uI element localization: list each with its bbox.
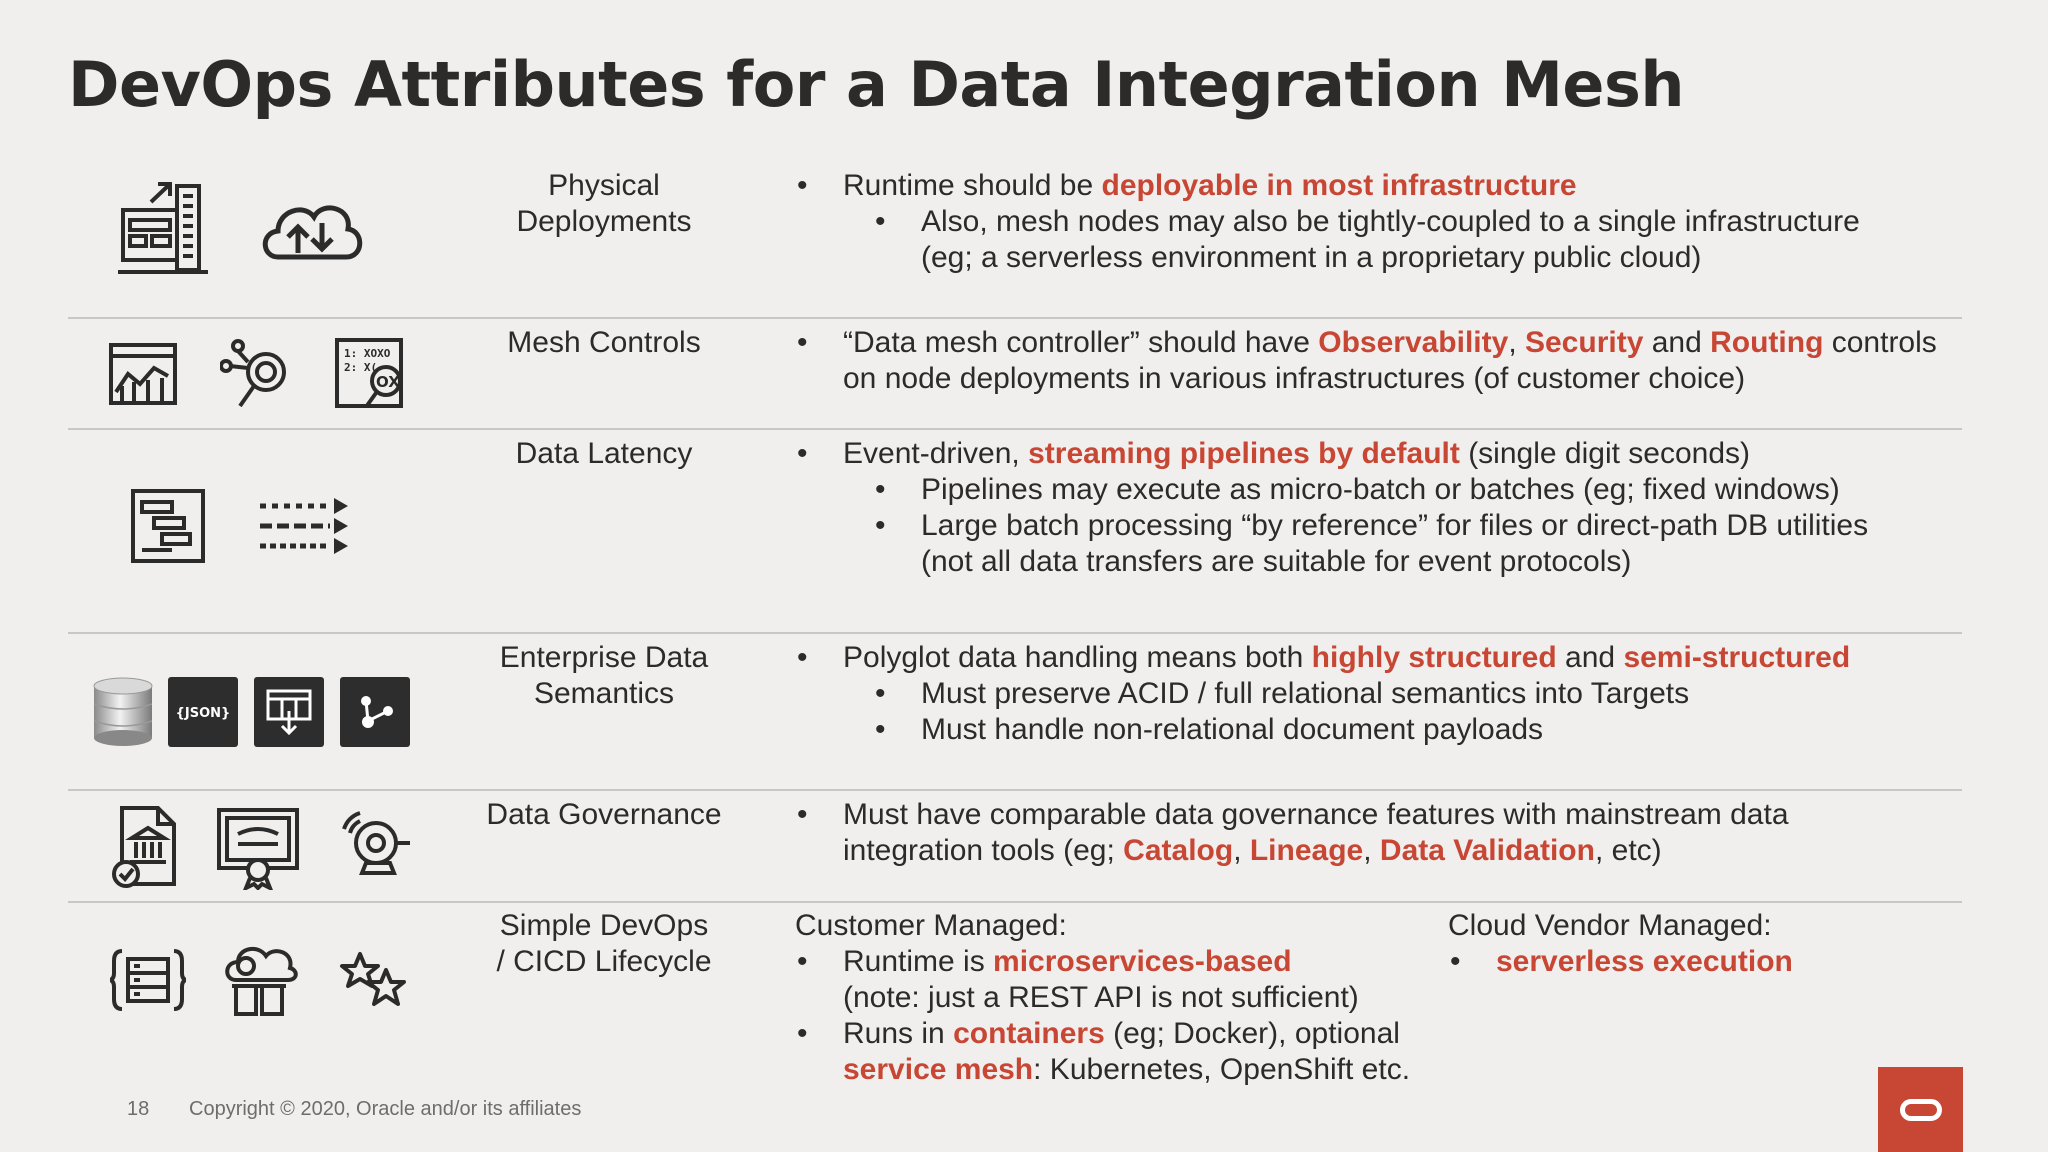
description-physical-deployments: Runtime should be deployable in most inf… [795,168,1965,276]
cloud-api-blocks-icon [222,942,298,1018]
json-icon-label: {JSON} [176,706,231,721]
bullet: “Data mesh controller” should have Obser… [795,325,1965,361]
streaming-arrows-icon [258,496,350,556]
bullet: Runtime should be deployable in most inf… [795,168,1965,204]
row-divider [68,901,1962,903]
alarm-bell-icon [338,809,414,885]
certificate-icon [216,804,300,890]
bullet-continuation: (note: just a REST API is not sufficient… [843,981,1359,1014]
row-icons-devops [110,942,408,1018]
bullet: Runs in containers (eg; Docker), optiona… [795,1016,1435,1052]
code-text-line: 2: X( [344,361,377,374]
bullet: Must have comparable data governance fea… [795,797,1965,833]
sub-bullet-continuation: (eg; a serverless environment in a propr… [921,241,1702,274]
network-search-icon [220,336,296,412]
bullet-continuation: integration tools (eg; Catalog, Lineage,… [843,834,1662,867]
database-icon [88,676,158,748]
copyright: Copyright © 2020, Oracle and/or its affi… [189,1098,582,1120]
description-vendor-managed: Cloud Vendor Managed: serverless executi… [1448,908,1948,980]
row-divider [68,428,1962,430]
category-data-governance: Data Governance [486,798,722,831]
oracle-logo-ring-icon [1899,1098,1942,1121]
cloud-upload-download-icon [258,193,366,263]
oracle-logo [1878,1067,1963,1152]
row-icons-physical [118,180,366,276]
category-simple-devops: Simple DevOps / CICD Lifecycle [496,909,712,978]
row-icons-enterprise-data: {JSON} [88,676,410,748]
bullet: Runtime is microservices-based [795,944,1435,980]
code-search-icon: 1: XOXO 2: X( OX [334,337,406,411]
gantt-chart-icon [130,488,206,564]
description-data-governance: Must have comparable data governance fea… [795,797,1965,869]
category-mesh-controls: Mesh Controls [507,326,701,359]
building-growth-icon [118,180,208,276]
row-icons-data-latency [130,488,350,564]
page-number: 18 [127,1098,150,1120]
page-title: DevOps Attributes for a Data Integration… [68,48,1685,121]
row-icons-mesh-controls: 1: XOXO 2: X( OX [108,336,406,412]
description-data-latency: Event-driven, streaming pipelines by def… [795,436,1965,580]
bullet-continuation: service mesh: Kubernetes, OpenShift etc. [843,1053,1411,1086]
description-enterprise-data-semantics: Polyglot data handling means both highly… [795,640,1965,748]
code-text-line: 1: XOXO [344,347,391,360]
document-bank-check-icon [110,804,180,890]
sub-bullet: Also, mesh nodes may also be tightly-cou… [795,204,1965,240]
description-customer-managed: Customer Managed: Runtime is microservic… [795,908,1435,1088]
description-mesh-controls: “Data mesh controller” should have Obser… [795,325,1965,397]
row-divider [68,632,1962,634]
dashboard-chart-icon [108,342,178,406]
bullet: serverless execution [1448,944,1948,980]
sub-bullet: Large batch processing “by reference” fo… [795,508,1965,544]
vendor-managed-heading: Cloud Vendor Managed: [1448,909,1772,942]
sub-bullet: Must preserve ACID / full relational sem… [795,676,1965,712]
stars-icon [338,950,408,1010]
category-data-latency: Data Latency [515,437,693,470]
customer-managed-heading: Customer Managed: [795,909,1067,942]
row-divider [68,317,1962,319]
row-divider [68,789,1962,791]
graph-nodes-icon [340,677,410,747]
bullet-continuation: on node deployments in various infrastru… [843,362,1746,395]
code-braces-server-icon [110,947,186,1013]
bullet: Event-driven, streaming pipelines by def… [795,436,1965,472]
category-enterprise-data-semantics: Enterprise Data Semantics [499,641,709,710]
sub-bullet-continuation: (not all data transfers are suitable for… [921,545,1632,578]
table-import-icon [254,677,324,747]
row-icons-data-governance [110,804,414,890]
sub-bullet: Must handle non-relational document payl… [795,712,1965,748]
json-icon: {JSON} [168,677,238,747]
sub-bullet: Pipelines may execute as micro-batch or … [795,472,1965,508]
code-text-ring: OX [376,373,400,391]
category-physical-deployments: Physical Deployments [516,169,692,238]
bullet: Polyglot data handling means both highly… [795,640,1965,676]
